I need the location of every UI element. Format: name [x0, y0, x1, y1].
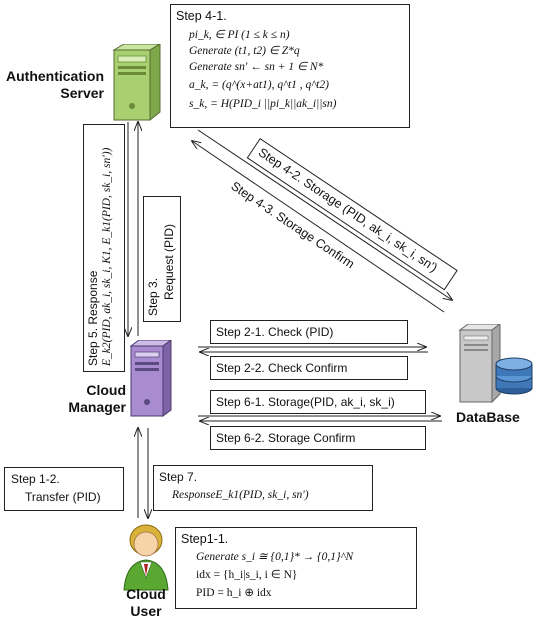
- step3-line-1: Step 3.: [146, 277, 160, 316]
- step1-1-box: Step1-1. Generate s_i ≅ {0,1}* → {0,1}^N…: [175, 527, 417, 609]
- step2-2-label: Step 2-2. Check Confirm: [216, 361, 348, 375]
- step5-box: [83, 124, 125, 372]
- step7-line-2: ResponseE_k1(PID, sk_i, sn'): [172, 489, 309, 501]
- step3-box: [143, 196, 181, 322]
- database-label: DataBase: [456, 409, 520, 425]
- step1-2-box: Step 1-2. Transfer (PID): [4, 467, 124, 511]
- step4-1-title: Step 4-1.: [176, 9, 227, 23]
- step4-1-line-1: pi_k, ∈ PI (1 ≤ k ≤ n): [189, 29, 290, 41]
- step6-2-box: Step 6-2. Storage Confirm: [210, 426, 426, 450]
- step6-1-label: Step 6-1. Storage(PID, ak_i, sk_i): [216, 395, 395, 409]
- step1-2-line-1: Step 1-2.: [11, 472, 60, 486]
- step6-2-label: Step 6-2. Storage Confirm: [216, 431, 356, 445]
- step1-1-line-1: Generate s_i ≅ {0,1}* → {0,1}^N: [196, 551, 354, 563]
- cloud-manager-icon: [129, 340, 172, 417]
- step2-2-box: Step 2-2. Check Confirm: [210, 356, 408, 380]
- step4-1-box: Step 4-1. pi_k, ∈ PI (1 ≤ k ≤ n) Generat…: [170, 4, 410, 128]
- step7-box: Step 7. ResponseE_k1(PID, sk_i, sn'): [153, 465, 373, 511]
- step7-line-1: Step 7.: [159, 470, 198, 484]
- step4-1-line-4: a_k, = (q^(x+at1), q^t1 , q^t2): [189, 79, 329, 91]
- auth-server-label: Authentication Server: [6, 68, 104, 101]
- step2-1-label: Step 2-1. Check (PID): [216, 325, 334, 339]
- step1-1-line-2: idx = {h_i|s_i, i ∈ N}: [196, 569, 298, 581]
- arrow-step4-3: [192, 141, 445, 313]
- step5-line-1: Step 5. Response: [86, 270, 100, 366]
- step4-1-line-3: Generate sn' ← sn + 1 ∈ N*: [189, 61, 324, 73]
- step3-line-2: Request (PID): [162, 223, 176, 300]
- step4-1-line-5: s_k, = H(PID_i ||pi_k||ak_i||sn): [189, 98, 337, 110]
- server-icon: [112, 44, 161, 122]
- step4-1-line-2: Generate (t1, t2) ∈ Z*q: [189, 45, 300, 57]
- step1-2-line-2: Transfer (PID): [25, 490, 101, 504]
- cloud-user-label: Cloud User: [126, 586, 166, 619]
- step6-1-box: Step 6-1. Storage(PID, ak_i, sk_i): [210, 390, 426, 414]
- database-icon: [458, 324, 533, 404]
- cloud-manager-label: Cloud Manager: [68, 382, 126, 415]
- step1-1-title: Step1-1.: [181, 532, 229, 546]
- arrow-step4-2: [197, 129, 452, 300]
- step5-line-2: E_k2(PID, ak_i, sk_i, K1, E_k1(PID, sk_i…: [101, 147, 113, 366]
- step2-1-box: Step 2-1. Check (PID): [210, 320, 408, 344]
- cloud-user-icon: [123, 524, 169, 591]
- step1-1-line-3: PID = h_i ⊕ idx: [196, 587, 272, 599]
